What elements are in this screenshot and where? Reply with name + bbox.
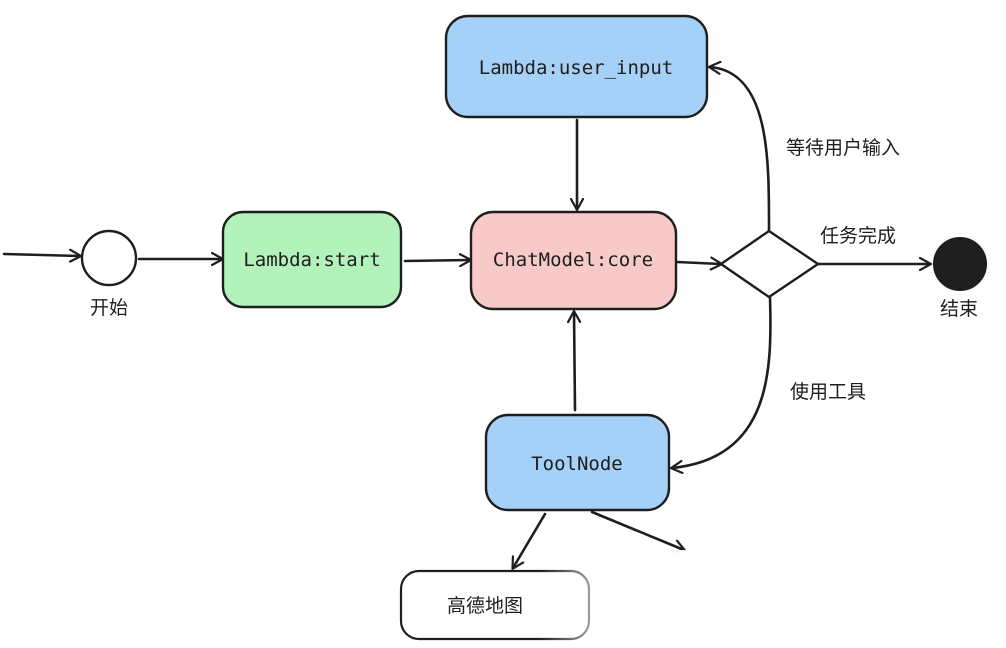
start-label: 开始 xyxy=(90,297,128,319)
tool-node xyxy=(484,413,671,512)
lambda-user-input-node xyxy=(444,14,709,119)
chatmodel-core-label: ChatModel:core xyxy=(493,249,653,271)
edge-toolnode-to-chatmodel xyxy=(574,312,575,412)
chatmodel-core-node xyxy=(469,210,678,311)
lambda-start-label: Lambda:start xyxy=(243,249,380,271)
tool-node-label: ToolNode xyxy=(531,453,623,475)
edge-entry-to-start xyxy=(2,254,80,256)
edge-toolnode-to-amap xyxy=(513,512,547,568)
edge-chatmodel-to-decision xyxy=(675,262,721,264)
edge-label-wait-user-input: 等待用户输入 xyxy=(786,137,900,159)
lambda-user-input-label: Lambda:user_input xyxy=(479,57,673,79)
amap-label: 高德地图 xyxy=(447,595,523,617)
edge-decision-to-toolnode xyxy=(672,295,772,468)
edge-decision-to-user-input xyxy=(710,67,771,232)
end-node xyxy=(933,237,987,291)
edge-label-task-complete: 任务完成 xyxy=(820,225,896,247)
edge-lambda-start-to-chatmodel xyxy=(403,260,470,261)
decision-node xyxy=(719,229,820,299)
end-label: 结束 xyxy=(940,298,978,320)
edge-toolnode-to-right xyxy=(590,510,684,550)
lambda-start-node xyxy=(221,210,403,309)
start-node xyxy=(80,229,138,287)
bottom-right-fade-overlay xyxy=(540,550,1006,648)
edge-label-use-tool: 使用工具 xyxy=(790,381,866,403)
